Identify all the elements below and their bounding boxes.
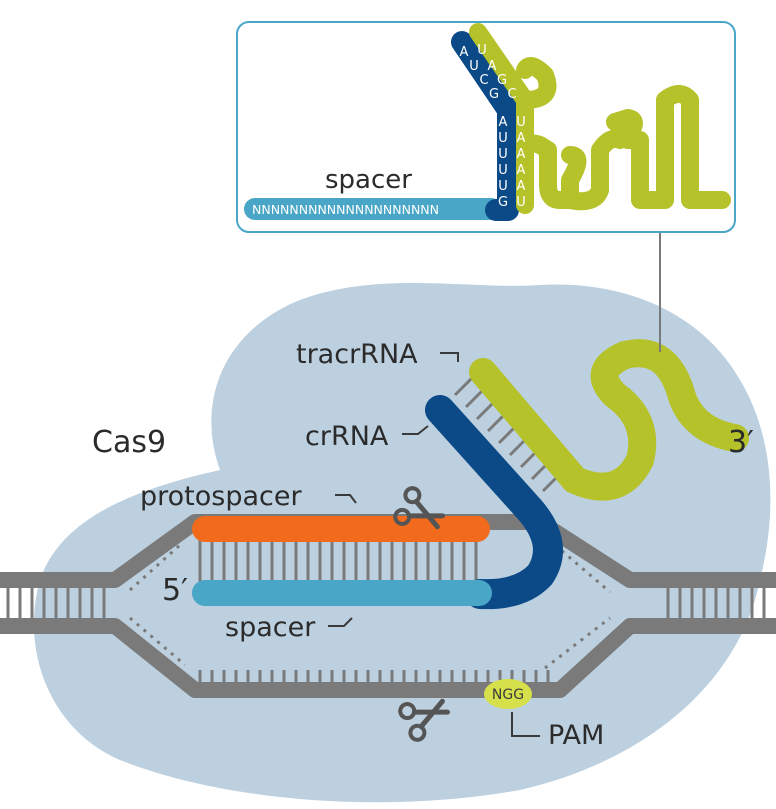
- svg-text:U: U: [477, 43, 487, 58]
- inset-tracrrna: [469, 23, 731, 214]
- cas9-label: Cas9: [92, 425, 166, 460]
- svg-text:A: A: [517, 147, 526, 162]
- protospacer-label: protospacer: [140, 481, 302, 512]
- three-prime-label: 3′: [728, 425, 754, 460]
- pam-label: PAM: [548, 720, 604, 751]
- five-prime-label: 5′: [162, 573, 188, 608]
- svg-text:G: G: [498, 195, 508, 210]
- svg-text:A: A: [517, 163, 526, 178]
- crrna-strand: [425, 395, 563, 610]
- svg-text:U: U: [498, 179, 508, 194]
- tracrrna-strand: [469, 339, 749, 501]
- inset-spacer-label: spacer: [325, 165, 412, 195]
- inset-crrna-repeat: [451, 31, 519, 221]
- svg-text:U: U: [498, 163, 508, 178]
- crrna-label: crRNA: [305, 421, 389, 452]
- svg-text:C: C: [507, 87, 516, 102]
- tracr-antirepeat-letters: U A A A A U C G A U: [477, 43, 526, 210]
- svg-text:U: U: [516, 115, 526, 130]
- spacer-bar: [192, 580, 492, 606]
- svg-text:C: C: [479, 73, 488, 88]
- dna-bottom-strand: [0, 618, 776, 698]
- svg-text:G: G: [489, 87, 499, 102]
- spacer-label: spacer: [225, 612, 316, 643]
- sgrna-inset: NNNNNNNNNNNNNNNNNNNN spacer G U U U U A …: [236, 21, 736, 233]
- inset-spacer-sequence: NNNNNNNNNNNNNNNNNNNN: [252, 202, 439, 217]
- pam-pointer: [511, 712, 540, 737]
- ngg-label: NGG: [492, 687, 524, 703]
- svg-text:U: U: [516, 195, 526, 210]
- svg-text:U: U: [469, 59, 479, 74]
- pam-site: [484, 679, 532, 709]
- svg-text:A: A: [517, 179, 526, 194]
- label-pointers: [328, 352, 459, 627]
- scissors-icon: [393, 486, 445, 530]
- scissors-icon: [398, 698, 450, 742]
- svg-text:A: A: [488, 59, 497, 74]
- protospacer-bar: [192, 516, 490, 542]
- svg-text:A: A: [499, 115, 508, 130]
- svg-text:U: U: [498, 131, 508, 146]
- inset-spacer-bar: [244, 198, 502, 220]
- tracrrna-label: tracrRNA: [296, 339, 418, 370]
- svg-text:G: G: [497, 73, 507, 88]
- svg-text:A: A: [517, 131, 526, 146]
- svg-text:U: U: [498, 147, 508, 162]
- crrna-repeat-letters: G U U U U A G C U A: [460, 45, 508, 210]
- svg-text:A: A: [460, 45, 469, 60]
